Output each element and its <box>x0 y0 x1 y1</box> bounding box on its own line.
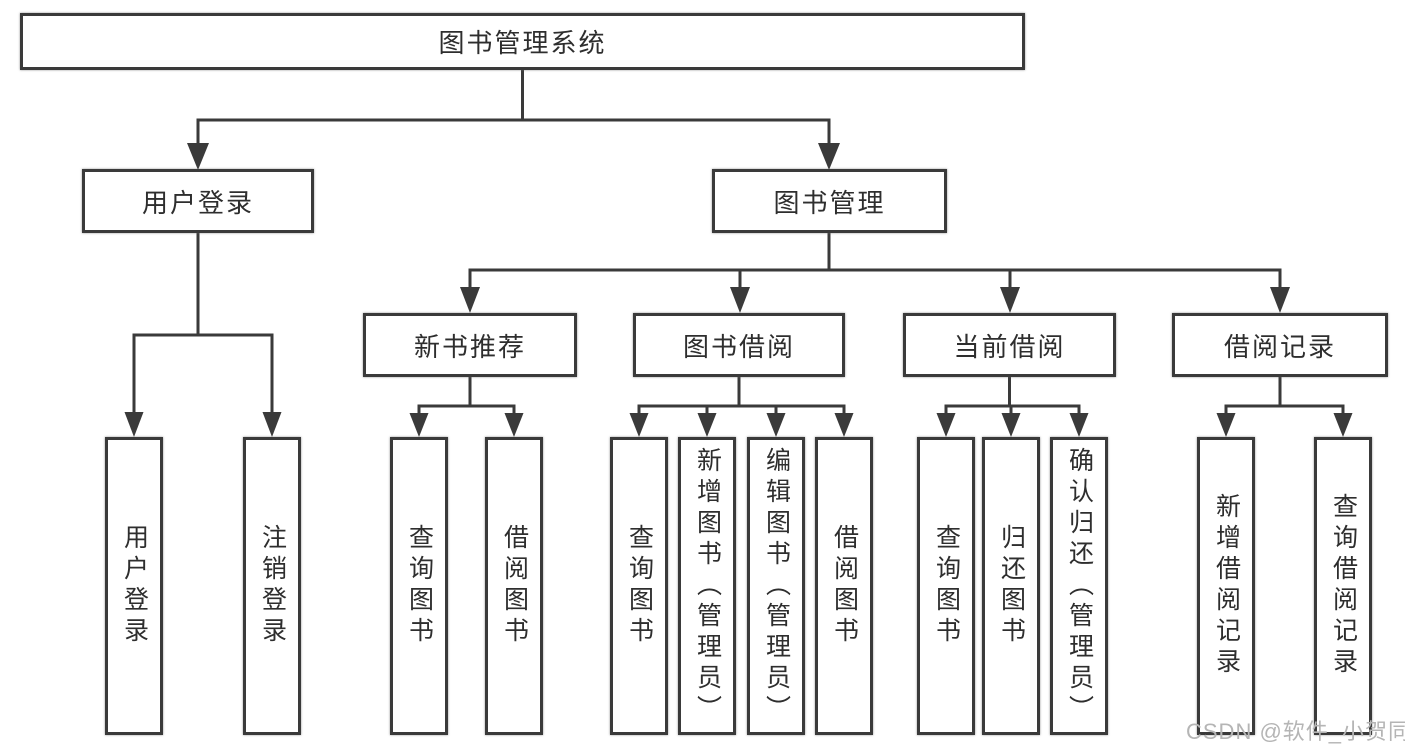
arrowhead <box>409 413 429 437</box>
node-leaf-edit-books-admin: 编辑图书（管理员） <box>747 437 805 735</box>
node-leaf-label: 用户登录 <box>120 524 149 648</box>
node-leaf-label: 查询图书 <box>405 524 434 648</box>
node-leaf-borrow-books: 借阅图书 <box>815 437 873 735</box>
node-leaf-query-books-recommend: 查询图书 <box>390 437 448 735</box>
node-user-login-label: 用户登录 <box>141 187 254 218</box>
arrowhead <box>1000 287 1020 313</box>
csdn-watermark: CSDN @软件_小贺同学 <box>1186 719 1405 744</box>
node-leaf-label: 借阅图书 <box>500 524 529 648</box>
node-leaf-user-login: 用户登录 <box>105 437 163 735</box>
connector-borrow-record-children <box>1224 375 1345 415</box>
node-leaf-label: 借阅图书 <box>830 524 859 648</box>
arrowhead <box>730 287 750 313</box>
connector-new-book-recommend-children <box>417 375 516 415</box>
arrowhead <box>834 413 854 437</box>
node-new-book-recommend: 新书推荐 <box>363 313 577 377</box>
node-borrow-record-label: 借阅记录 <box>1223 331 1336 362</box>
node-leaf-add-books-admin: 新增图书（管理员） <box>678 437 736 735</box>
arrowhead <box>1216 413 1236 437</box>
node-root-label: 图书管理系统 <box>438 28 607 58</box>
arrowhead <box>697 413 717 437</box>
node-leaf-label: 编辑图书（管理员） <box>762 446 791 726</box>
node-leaf-return-books: 归还图书 <box>982 437 1040 735</box>
node-current-borrow-label: 当前借阅 <box>953 331 1066 362</box>
node-leaf-label: 确认归还（管理员） <box>1065 446 1094 726</box>
node-leaf-add-borrow-record: 新增借阅记录 <box>1197 437 1255 735</box>
arrowhead <box>124 412 144 437</box>
node-leaf-confirm-return-admin: 确认归还（管理员） <box>1050 437 1108 735</box>
node-book-borrow-label: 图书借阅 <box>682 331 795 362</box>
connector-user-login-children <box>132 231 274 414</box>
node-leaf-label: 查询借阅记录 <box>1329 493 1358 679</box>
arrowhead <box>629 413 649 437</box>
node-leaf-label: 注销登录 <box>258 524 287 648</box>
arrowhead <box>504 413 524 437</box>
arrowhead <box>1270 287 1290 313</box>
node-current-borrow: 当前借阅 <box>903 313 1116 377</box>
node-book-management-label: 图书管理 <box>773 187 886 218</box>
connector-book-borrow-children <box>637 375 846 415</box>
arrowhead <box>936 413 956 437</box>
node-book-management: 图书管理 <box>712 169 947 233</box>
arrowhead <box>460 287 480 313</box>
node-leaf-query-books-current: 查询图书 <box>917 437 975 735</box>
arrowhead <box>187 143 209 170</box>
node-new-book-recommend-label: 新书推荐 <box>413 331 526 362</box>
connector-current-borrow-children <box>944 375 1081 415</box>
arrowhead <box>1001 413 1021 437</box>
node-leaf-borrow-books-recommend: 借阅图书 <box>485 437 543 735</box>
node-user-login: 用户登录 <box>82 169 314 233</box>
node-leaf-query-borrow-record: 查询借阅记录 <box>1314 437 1372 735</box>
arrowhead <box>262 412 282 437</box>
node-borrow-record: 借阅记录 <box>1172 313 1388 377</box>
arrowhead <box>1333 413 1353 437</box>
connector-root-to-level2 <box>196 68 831 146</box>
connector-book-management-children <box>468 231 1282 290</box>
node-leaf-logout: 注销登录 <box>243 437 301 735</box>
node-book-borrow: 图书借阅 <box>633 313 845 377</box>
node-leaf-label: 归还图书 <box>997 524 1026 648</box>
node-root: 图书管理系统 <box>20 13 1025 70</box>
node-leaf-query-books-borrow: 查询图书 <box>610 437 668 735</box>
arrowhead <box>766 413 786 437</box>
arrowhead <box>1069 413 1089 437</box>
node-leaf-label: 新增图书（管理员） <box>693 446 722 726</box>
node-leaf-label: 查询图书 <box>932 524 961 648</box>
arrowhead <box>818 143 840 170</box>
node-leaf-label: 查询图书 <box>625 524 654 648</box>
node-leaf-label: 新增借阅记录 <box>1212 493 1241 679</box>
